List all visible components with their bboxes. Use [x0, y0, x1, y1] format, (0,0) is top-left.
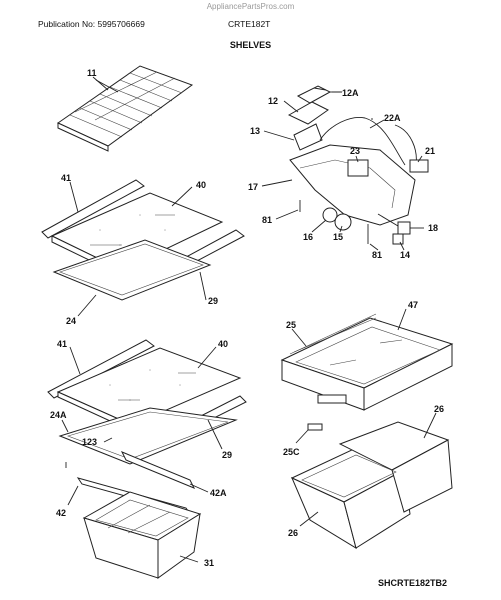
callout-24A: 24A: [50, 410, 67, 420]
callout-42: 42: [56, 508, 66, 518]
callout-26-right: 26: [434, 404, 444, 414]
callout-25C: 25C: [283, 447, 300, 457]
callout-42A: 42A: [210, 488, 227, 498]
callout-15: 15: [333, 232, 343, 242]
callout-18: 18: [428, 223, 438, 233]
callout-22A: 22A: [384, 113, 401, 123]
callout-16: 16: [303, 232, 313, 242]
watermark: AppliancePartsPros.com: [206, 2, 295, 11]
document-code: SHCRTE182TB2: [378, 578, 448, 588]
callout-47: 47: [408, 300, 418, 310]
callout-81a: 81: [262, 215, 272, 225]
callout-21: 21: [425, 146, 435, 156]
model-number: CRTE182T: [228, 19, 271, 29]
callout-24: 24: [66, 316, 76, 326]
callout-12: 12: [268, 96, 278, 106]
wire-shelf-11: [56, 65, 194, 152]
callout-40-upper: 40: [196, 180, 206, 190]
callout-labels: 11 12 12A 13 22A 23 21 17 81 16 15 81 18…: [50, 68, 444, 568]
callout-41-lower: 41: [57, 339, 67, 349]
glass-shelf-upper-assembly: [41, 179, 245, 301]
callout-29-upper: 29: [208, 296, 218, 306]
callout-31: 31: [204, 558, 214, 568]
callout-12A: 12A: [342, 88, 359, 98]
callout-25: 25: [286, 320, 296, 330]
callout-14: 14: [400, 250, 410, 260]
callout-13: 13: [250, 126, 260, 136]
callout-29-lower: 29: [222, 450, 232, 460]
callout-26-left: 26: [288, 528, 298, 538]
page-title: SHELVES: [229, 40, 272, 50]
callout-23: 23: [350, 146, 360, 156]
callout-17: 17: [248, 182, 258, 192]
crisper-cover-assembly: [280, 313, 454, 411]
callout-leaders: [61, 76, 437, 563]
control-housing-assembly: [287, 85, 429, 245]
publication-number: Publication No: 5995706669: [38, 19, 145, 29]
callout-41-upper: 41: [61, 173, 71, 183]
callout-40-lower: 40: [218, 339, 228, 349]
callout-123: 123: [82, 437, 97, 447]
callout-81b: 81: [372, 250, 382, 260]
pan-31: [82, 491, 202, 579]
callout-11: 11: [87, 68, 97, 78]
crisper-drawers-26: [290, 421, 453, 550]
